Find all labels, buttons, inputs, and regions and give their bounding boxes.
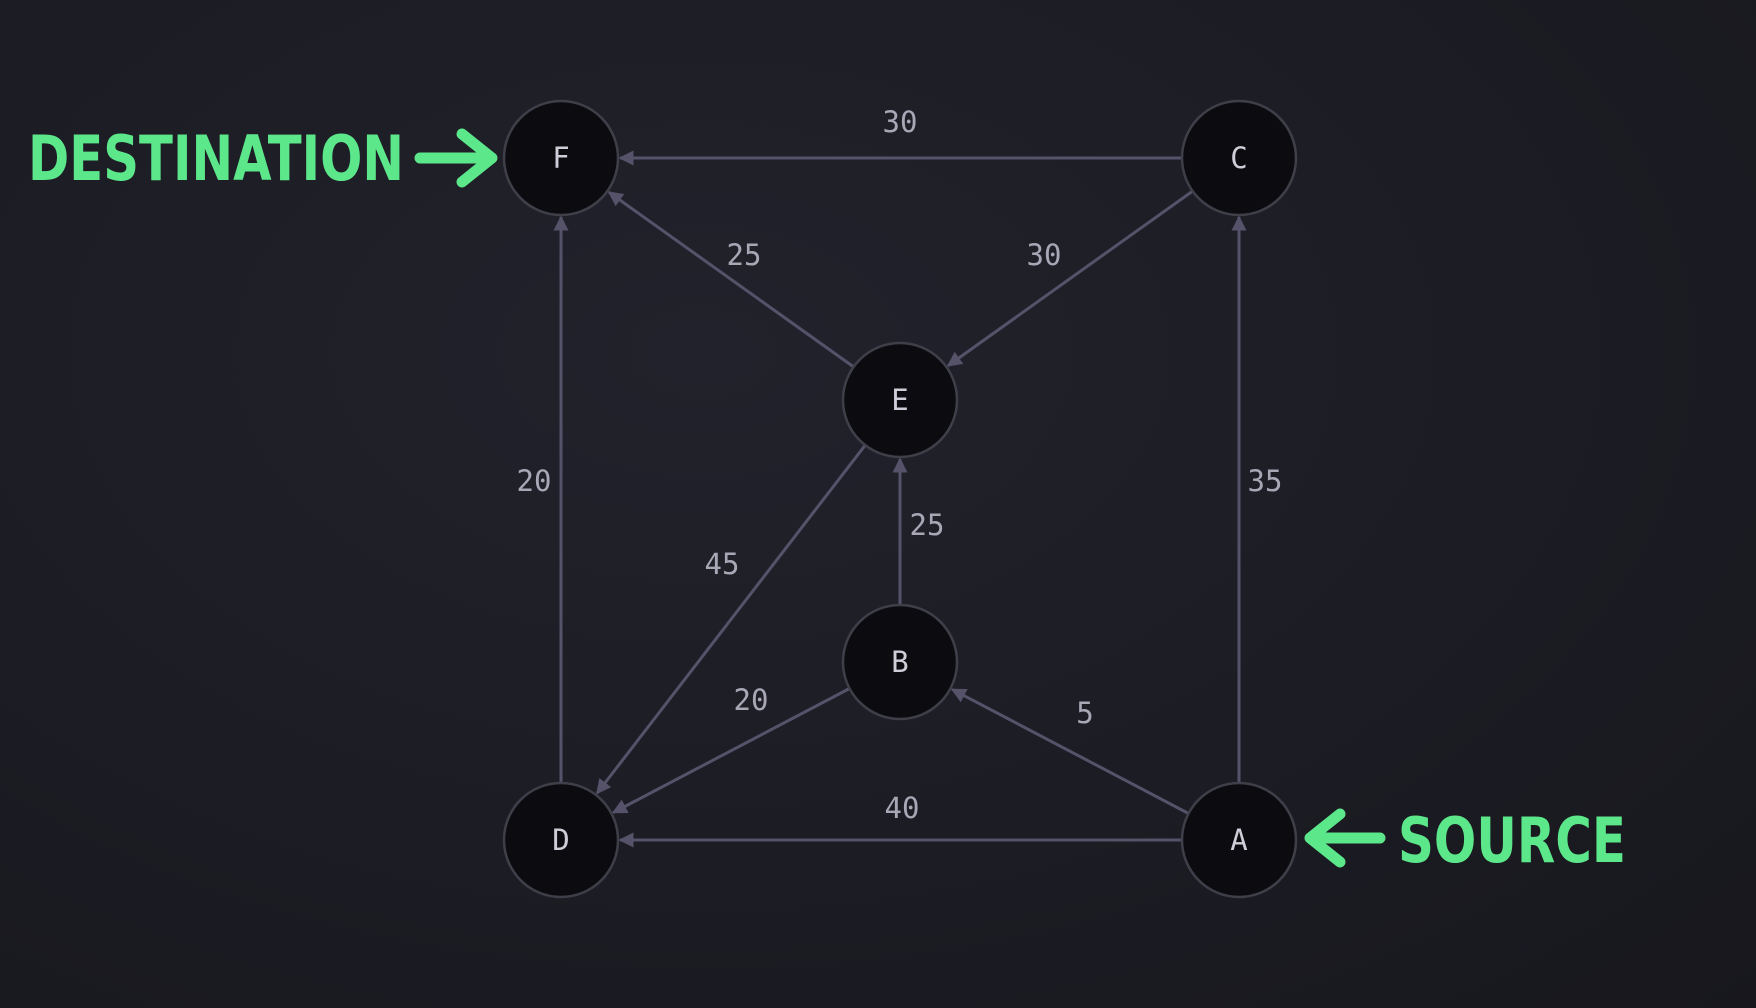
node-circle [1180, 99, 1298, 217]
node-circle [502, 781, 620, 899]
destination-label: DESTINATION [28, 122, 404, 195]
node-label: C [1230, 141, 1247, 175]
node-d: D [502, 781, 620, 899]
node-label: B [891, 645, 908, 679]
edge-weight-a-c: 35 [1248, 464, 1283, 498]
edge-weight-c-f: 30 [883, 105, 918, 139]
node-c: C [1180, 99, 1298, 217]
edge-weight-a-b: 5 [1076, 696, 1093, 730]
edge-weight-e-d: 45 [705, 547, 740, 581]
edge-a-to-b [950, 688, 1190, 815]
source-callout: SOURCE [1304, 804, 1626, 877]
node-a: A [1180, 781, 1298, 899]
node-label: F [552, 141, 569, 175]
edge-weight-d-f: 20 [517, 464, 552, 498]
node-b: B [841, 603, 959, 721]
node-label: D [552, 823, 569, 857]
node-circle [841, 341, 959, 459]
edge-weight-b-d: 20 [734, 683, 769, 717]
edge-labels-layer: 30 25 30 20 35 45 25 20 5 40 [517, 105, 1283, 825]
node-label: E [891, 383, 908, 417]
node-circle [502, 99, 620, 217]
right-arrow-icon [414, 128, 498, 188]
node-label: A [1230, 823, 1247, 857]
edge-weight-c-e: 30 [1027, 238, 1062, 272]
node-e: E [841, 341, 959, 459]
edge-weight-b-e: 25 [910, 508, 945, 542]
edge-b-to-d [611, 687, 851, 814]
node-circle [1180, 781, 1298, 899]
node-circle [841, 603, 959, 721]
edges-layer [553, 150, 1247, 848]
nodes-layer: F C E B D A [502, 99, 1298, 899]
node-f: F [502, 99, 620, 217]
edge-e-to-d [595, 444, 867, 795]
destination-callout: DESTINATION [28, 122, 498, 195]
edge-c-to-e [946, 189, 1194, 367]
source-label: SOURCE [1398, 804, 1626, 877]
left-arrow-icon [1304, 808, 1386, 868]
edge-e-to-f [607, 191, 855, 369]
edge-weight-e-f: 25 [727, 238, 762, 272]
edge-weight-a-d: 40 [885, 791, 920, 825]
